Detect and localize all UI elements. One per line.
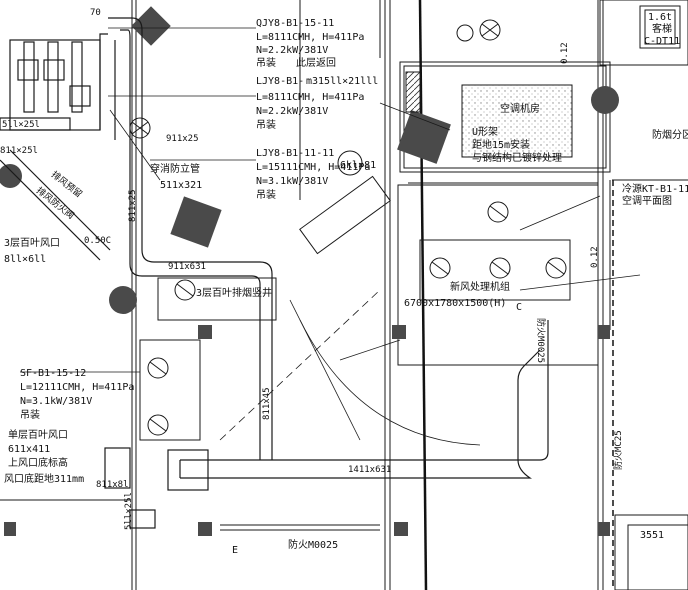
outlet-2-note-b: 风口底距地311mm: [4, 474, 85, 485]
column-square: [392, 325, 406, 339]
damper-label: 0.50C: [84, 236, 112, 246]
fan-1-tag: QJY8-B1-15-11: [256, 18, 335, 29]
fan-symbol: [487, 201, 509, 223]
fan-symbol: [479, 19, 501, 41]
outlet-2-size: 611x411: [8, 444, 51, 455]
fan-1-spec: L=8111CMH, H=411Pa: [256, 32, 365, 43]
leader-lines: [20, 27, 641, 446]
ahu-unit-label: 新风处理机组: [450, 282, 510, 293]
smoke-shaft-label: 3层百叶排烟竖井: [196, 288, 273, 299]
lift-capacity: 1.6t: [648, 12, 673, 23]
fan-2-tag: LJY8-B1-: [256, 76, 305, 87]
duct-size-811x8l: 811x8l: [96, 480, 129, 490]
ahu-room-fill: [461, 84, 573, 158]
fan-4-note: 吊装: [20, 410, 40, 421]
ahu-note-a: U形架: [472, 127, 499, 138]
unit-tag: 冷源KT-B1-11: [622, 184, 688, 195]
column-square: [131, 6, 171, 46]
duct-size-911x631: 911x631: [168, 262, 206, 272]
dim-911x25: 911x25: [166, 134, 199, 144]
dim-3551: 3551: [640, 530, 665, 541]
fan-4-spec: L=12111CMH, H=411Pa: [20, 382, 135, 393]
fan-1-power: N=2.2kW/381V: [256, 45, 329, 56]
fan-1-note: 吊装: [256, 58, 276, 69]
dim-vertical-f: 5ll×25l: [124, 492, 134, 530]
duct-size-811x25l: 811×25l: [0, 146, 38, 156]
fan-symbol: [129, 117, 151, 139]
column-square: [4, 522, 16, 536]
duct-size-511x321: 511x321: [160, 180, 203, 191]
room-right-label: 防烟分区: [652, 130, 688, 141]
unit-note: 空调平面图: [622, 196, 672, 207]
fan-2-power: N=2.2kW/381V: [256, 106, 329, 117]
ahu-note-c: 与钢结构已镀锌处理: [472, 153, 562, 164]
column-square: [198, 325, 212, 339]
dim-vertical-c: 防火MC25: [614, 430, 624, 470]
dim-vertical-e: 811x25: [128, 189, 138, 222]
ahu-room-label: 空调机房: [500, 104, 540, 115]
fan-symbol: [147, 414, 169, 436]
fan-2-spec: L=8111CMH, H=411Pa: [256, 92, 365, 103]
fan-3-tag: LJY8-B1-11-11: [256, 148, 335, 159]
fan-symbol: [147, 357, 169, 379]
fan-symbol: [456, 24, 474, 42]
diffuser-circle: [337, 150, 363, 176]
column-square: [598, 325, 610, 339]
ahu-size-label: 6700x1780x1500(H): [404, 298, 507, 309]
ahu-note-b: 距地15m安装: [472, 140, 531, 151]
dim-70: 70: [90, 8, 101, 18]
door-note: 防火M0025: [288, 540, 339, 551]
fan-symbol: [429, 257, 451, 279]
duct-vertical-label: 穿消防立管: [150, 164, 200, 175]
column-round: [0, 164, 22, 188]
duct-size-25l: 5ll×25l: [2, 120, 40, 130]
structural-columns: [0, 6, 619, 536]
outlet-1-label: 3层百叶风口: [4, 238, 61, 249]
column-round: [109, 286, 137, 314]
outlet-2-note-a: 上风口底标高: [8, 458, 68, 469]
column-square: [170, 196, 222, 248]
fan-3-note: 吊装: [256, 190, 276, 201]
main-riser-line: [418, 0, 428, 590]
column-square: [394, 522, 408, 536]
fan-symbol: [174, 279, 196, 301]
outlet-2-label: 单层百叶风口: [8, 430, 68, 441]
diag-label: C: [516, 302, 523, 313]
column-square: [198, 522, 212, 536]
outlet-1-size: 8ll×6ll: [4, 254, 47, 265]
fan-3-spec: L=15111CMH, H=411Pa: [256, 162, 371, 173]
column-round: [591, 86, 619, 114]
column-square: [397, 110, 451, 164]
elevator-hatch: [405, 71, 421, 113]
fan-4-power: N=3.1kW/381V: [20, 396, 93, 407]
fan-4-tag: SF-B1-15-12: [20, 368, 87, 379]
fan-2-duct: m315ll×21lll: [306, 76, 379, 87]
fan-3-power: N=3.1kW/381V: [256, 176, 329, 187]
door-note-vertical: 防火M0025: [535, 318, 545, 364]
fan-3-extra: 6kl×81: [340, 160, 377, 171]
dim-vertical-a: 0.12: [560, 42, 570, 64]
dim-vertical-b: 0.12: [590, 246, 600, 268]
dim-vertical-d: 811x45: [262, 387, 272, 420]
lift-id: C-DT11: [644, 36, 681, 47]
fan-symbol: [489, 257, 511, 279]
fan-1-extra: 此层返回: [296, 58, 336, 69]
column-square: [598, 522, 610, 536]
fan-symbol: [545, 257, 567, 279]
grid-label-e: E: [232, 545, 239, 556]
lift-type: 客梯: [652, 24, 672, 35]
duct-size-1411x631: 1411x631: [348, 465, 392, 475]
fan-2-note: 吊装: [256, 120, 276, 131]
fan-symbols: [129, 19, 571, 441]
